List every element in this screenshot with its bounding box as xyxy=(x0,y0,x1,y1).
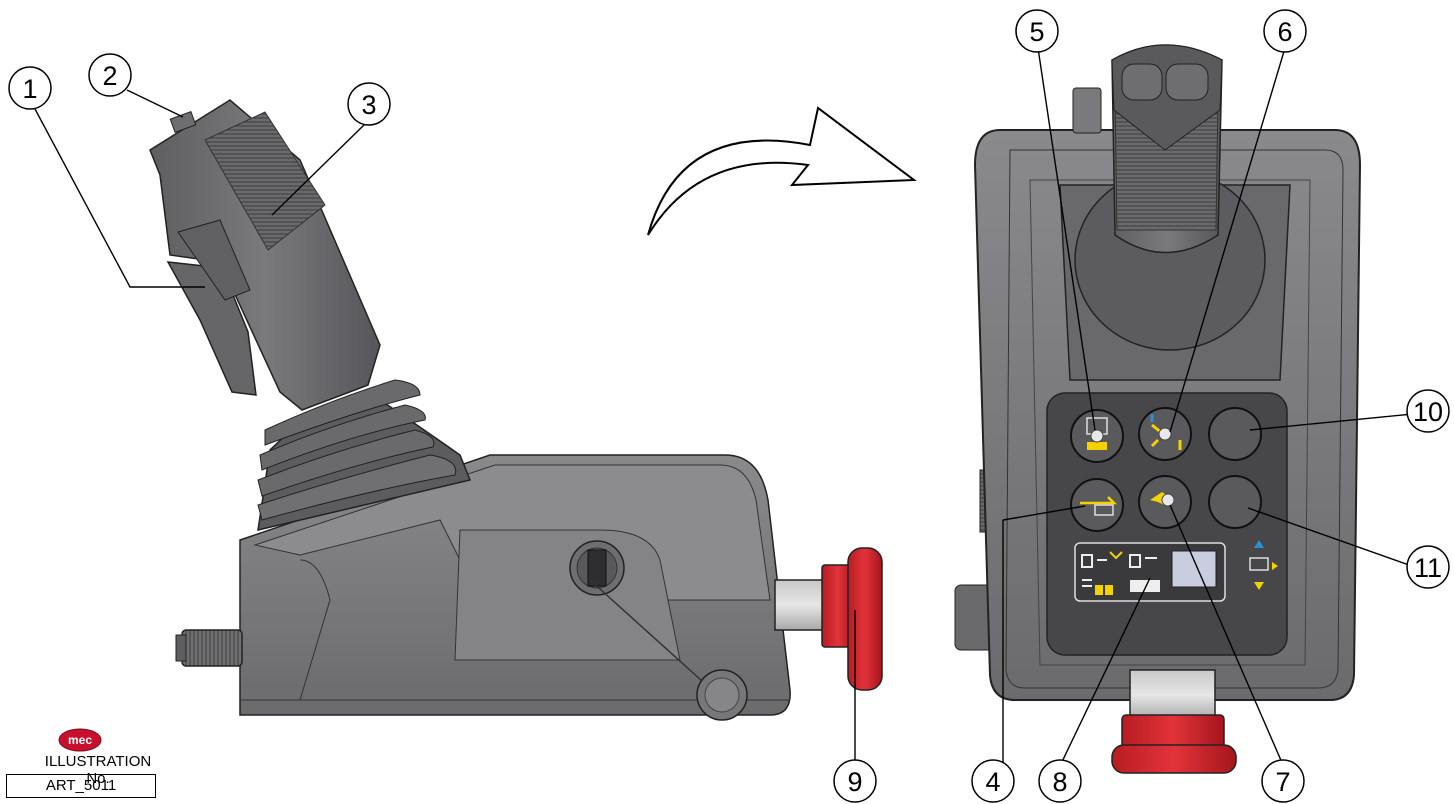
svg-text:4: 4 xyxy=(985,767,1000,797)
cable-gland-left xyxy=(175,629,243,667)
key-switch xyxy=(569,540,713,691)
callout-4: 4 xyxy=(971,759,1015,803)
status-display xyxy=(1074,542,1226,602)
svg-text:9: 9 xyxy=(847,767,862,797)
emergency-stop-side xyxy=(774,547,883,691)
callout-2: 2 xyxy=(88,53,132,97)
svg-text:11: 11 xyxy=(1414,553,1442,583)
svg-text:2: 2 xyxy=(102,61,117,91)
callout-5: 5 xyxy=(1015,9,1059,53)
svg-text:8: 8 xyxy=(1052,767,1067,797)
joystick-grip xyxy=(149,99,381,411)
callout-7: 7 xyxy=(1261,759,1305,803)
svg-text:10: 10 xyxy=(1413,397,1443,427)
grip-ribbed-area xyxy=(204,111,326,251)
callout-3: 3 xyxy=(347,82,391,126)
mec-logo: mec xyxy=(58,728,102,752)
callout-8: 8 xyxy=(1038,759,1082,803)
illustration-number: ART_5011 xyxy=(6,774,156,798)
joystick-top-view xyxy=(1072,44,1223,254)
svg-text:3: 3 xyxy=(361,90,376,120)
button-11 xyxy=(1208,475,1262,529)
emergency-stop-front xyxy=(1111,669,1237,774)
callout-11: 11 xyxy=(1406,545,1450,589)
rotation-arrow xyxy=(647,106,917,236)
callout-1: 1 xyxy=(8,66,52,110)
top-view xyxy=(954,44,1362,774)
housing-channel xyxy=(454,529,681,661)
side-view xyxy=(149,99,883,721)
svg-text:1: 1 xyxy=(22,74,37,104)
button-6 xyxy=(1138,407,1192,461)
leader-lines xyxy=(34,47,1424,767)
callout-6: 6 xyxy=(1263,9,1307,53)
housing-inner-curve xyxy=(299,559,331,701)
callout-9: 9 xyxy=(833,759,877,803)
svg-text:mec: mec xyxy=(68,733,92,747)
callout-10: 10 xyxy=(1406,389,1450,433)
svg-text:5: 5 xyxy=(1029,17,1044,47)
joystick-boot xyxy=(257,379,472,531)
lcd-screen xyxy=(1171,550,1217,588)
svg-text:7: 7 xyxy=(1275,767,1290,797)
svg-text:6: 6 xyxy=(1277,17,1292,47)
lift-indicator xyxy=(1249,540,1278,590)
button-4 xyxy=(1070,478,1124,532)
button-5 xyxy=(1070,409,1124,463)
button-7 xyxy=(1138,475,1192,529)
button-10 xyxy=(1208,407,1262,461)
